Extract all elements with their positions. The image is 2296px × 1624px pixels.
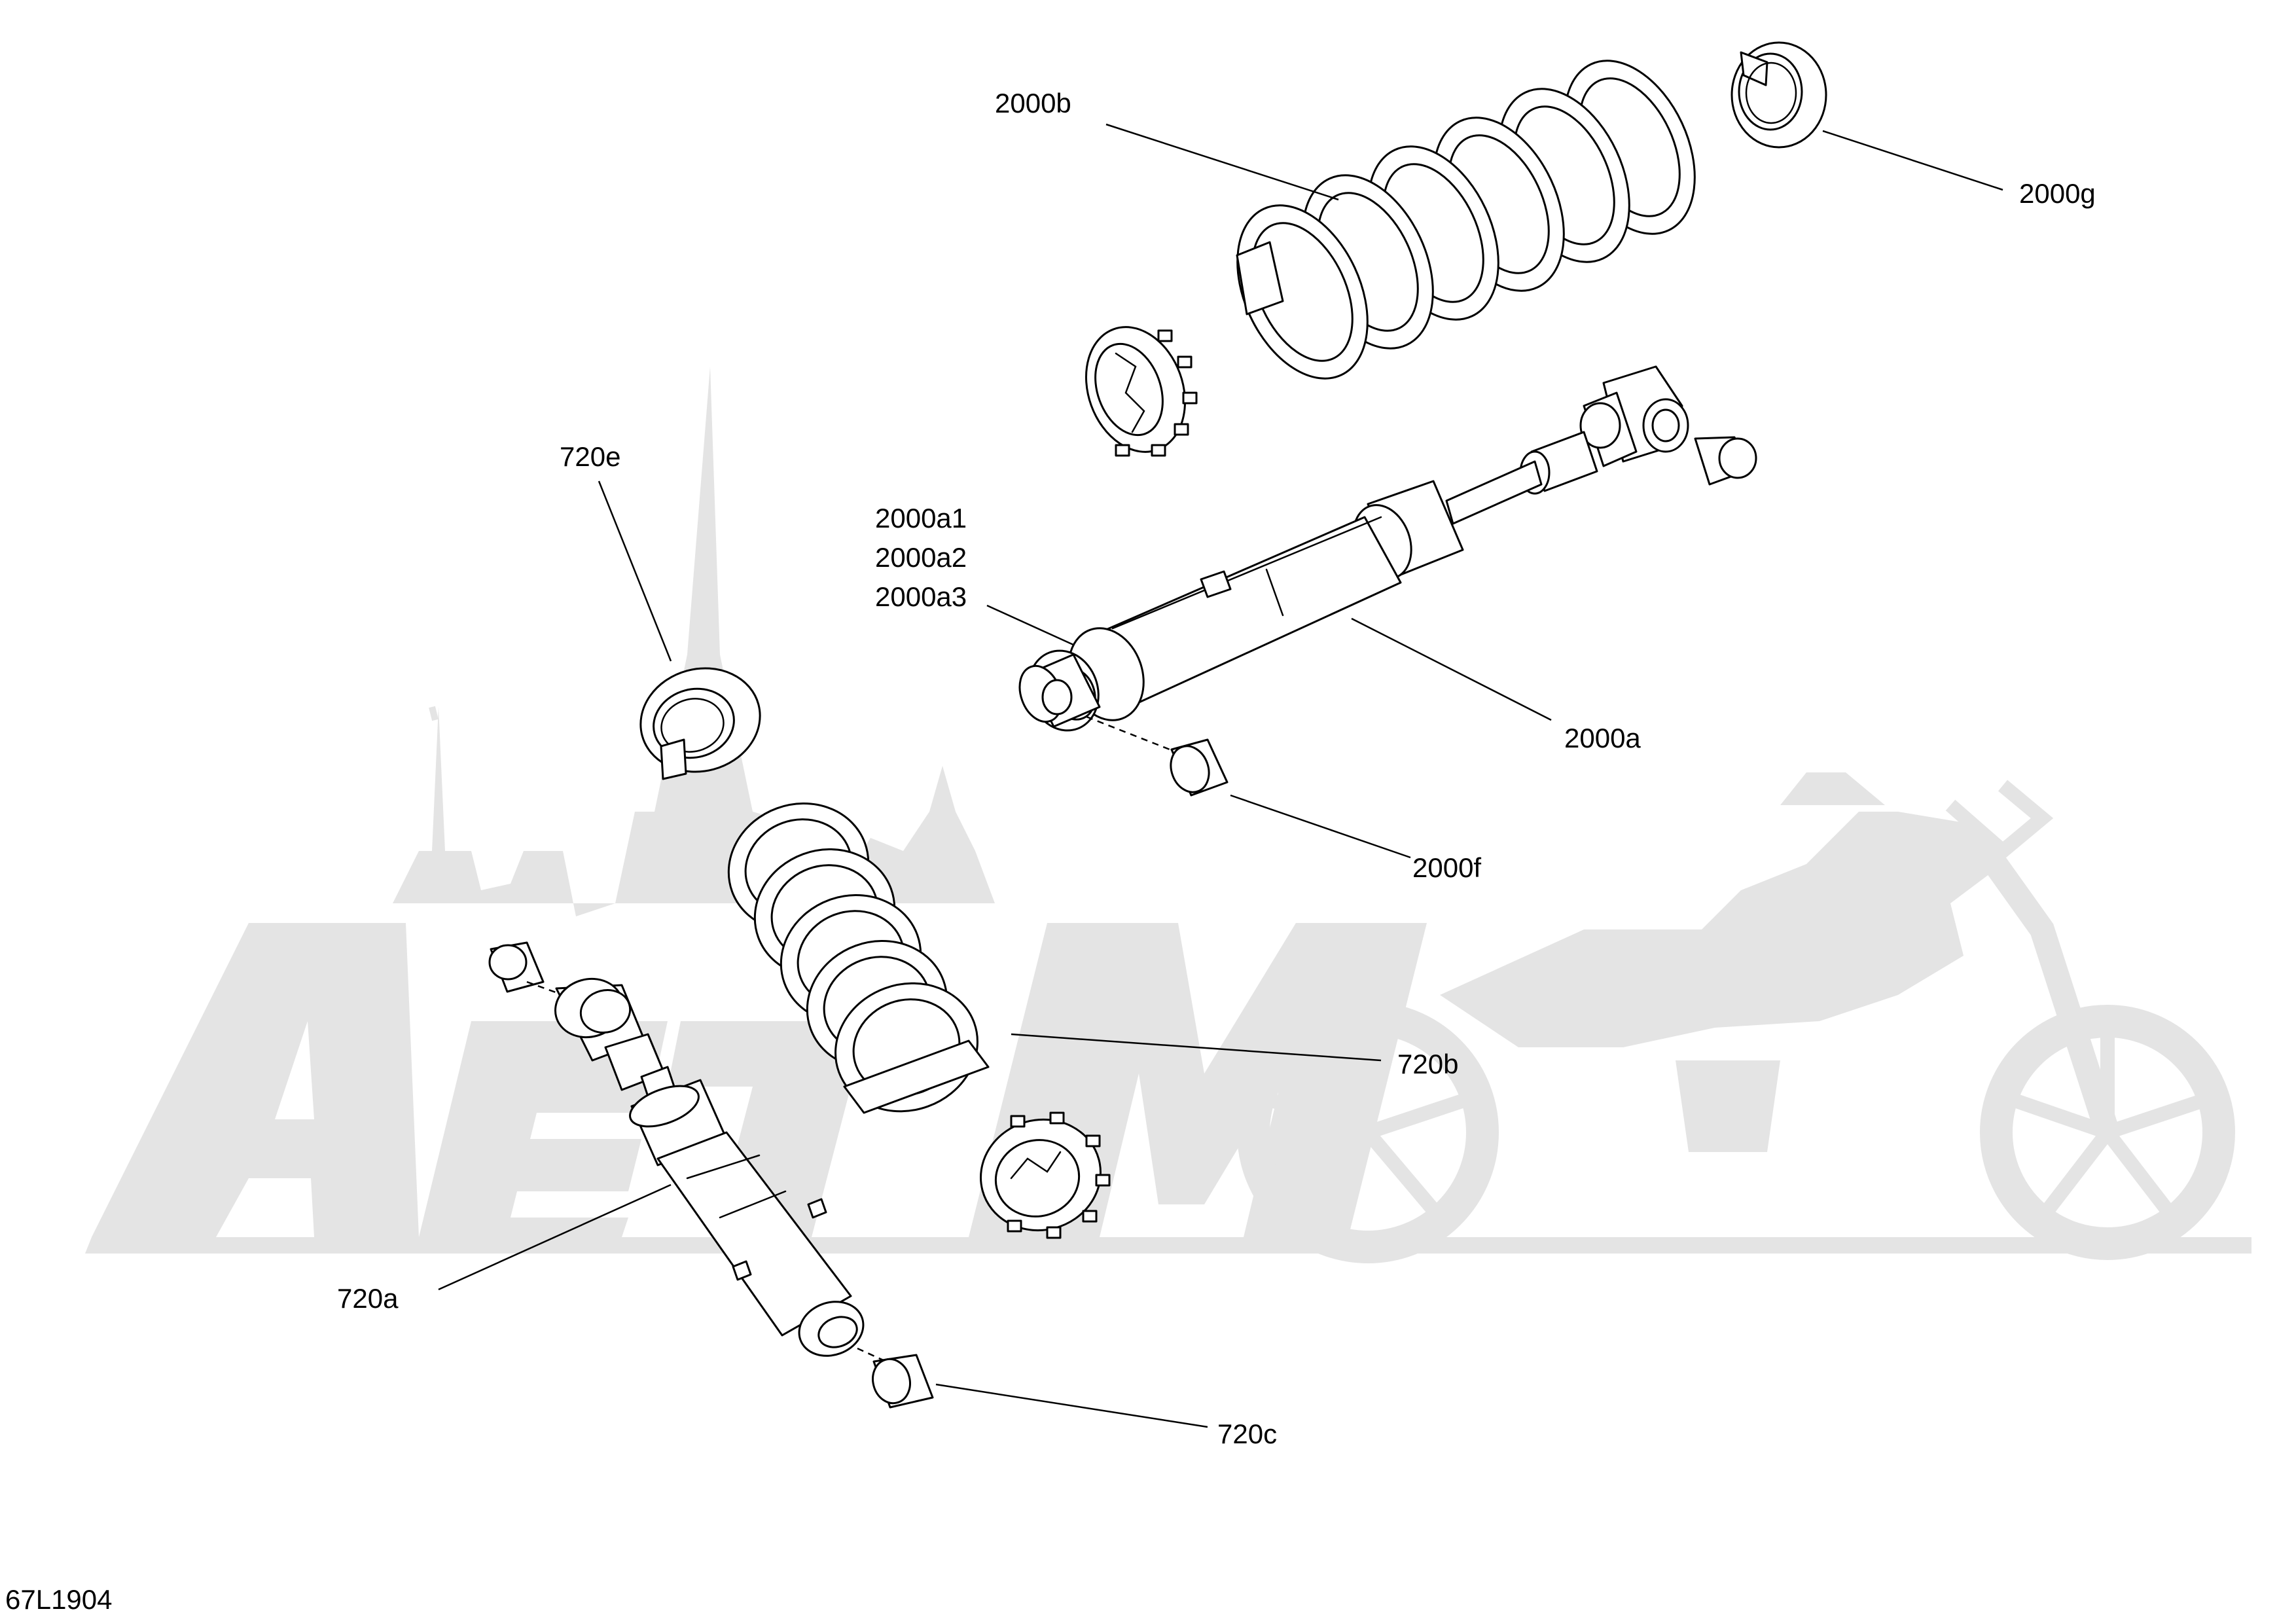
part-720a-shock-absorber [488, 941, 894, 1366]
watermark-letter-e [419, 1021, 668, 1237]
label-720b: 720b [1397, 1049, 1458, 1079]
label-720a: 720a [337, 1283, 399, 1314]
label-2000a2: 2000a2 [875, 542, 967, 573]
label-2000a3: 2000a3 [875, 581, 967, 612]
label-2000a1: 2000a1 [875, 503, 967, 533]
label-2000b: 2000b [995, 88, 1071, 118]
label-2000f: 2000f [1412, 852, 1481, 883]
watermark-motorcycle-body [1440, 812, 2003, 1047]
part-2000f-bushing [1086, 715, 1229, 797]
part-2000b-coil-spring [1236, 60, 1696, 380]
label-720c: 720c [1217, 1418, 1277, 1449]
watermark-skyline [393, 367, 995, 916]
part-720e-spring-retainer [639, 667, 761, 780]
part-720b-coil-spring [727, 803, 990, 1114]
leader-lines [438, 123, 2003, 1428]
label-720e: 720e [560, 441, 620, 472]
figure-id: 67L1904 [5, 1584, 113, 1615]
watermark-logo [85, 367, 2251, 1263]
part-preload-nut-bottom [980, 1111, 1111, 1239]
part-720c-bushing [872, 1354, 934, 1409]
part-2000a-shock-absorber [1018, 365, 1757, 732]
part-preload-nut-top [1085, 326, 1198, 457]
label-2000g: 2000g [2019, 178, 2096, 209]
label-2000a: 2000a [1564, 723, 1641, 753]
watermark-letter-a [92, 923, 419, 1237]
callout-labels: 2000b 2000g 720e 2000a1 2000a2 2000a3 20… [5, 88, 2096, 1615]
part-2000g-spring-retainer [1731, 41, 1827, 149]
